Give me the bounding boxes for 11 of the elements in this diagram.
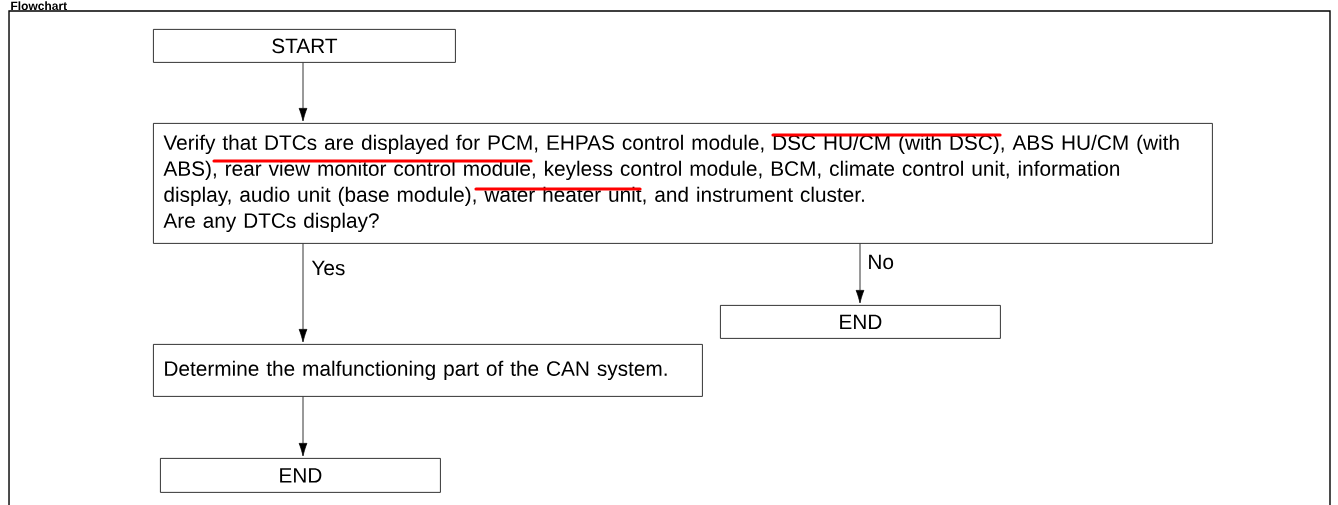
arrow: [298, 62, 308, 122]
arrow: [855, 243, 865, 304]
edge-label: No: [866, 253, 895, 271]
process-box: START: [153, 29, 456, 63]
edge-label: Yes: [310, 259, 347, 277]
heading: Flowchart: [11, 1, 67, 11]
process-box: END: [720, 305, 1001, 339]
arrow: [298, 396, 308, 457]
process-box: Determine the malfunctioning part of the CAN system.: [153, 344, 703, 397]
arrow: [298, 243, 308, 343]
process-box: END: [160, 458, 441, 493]
